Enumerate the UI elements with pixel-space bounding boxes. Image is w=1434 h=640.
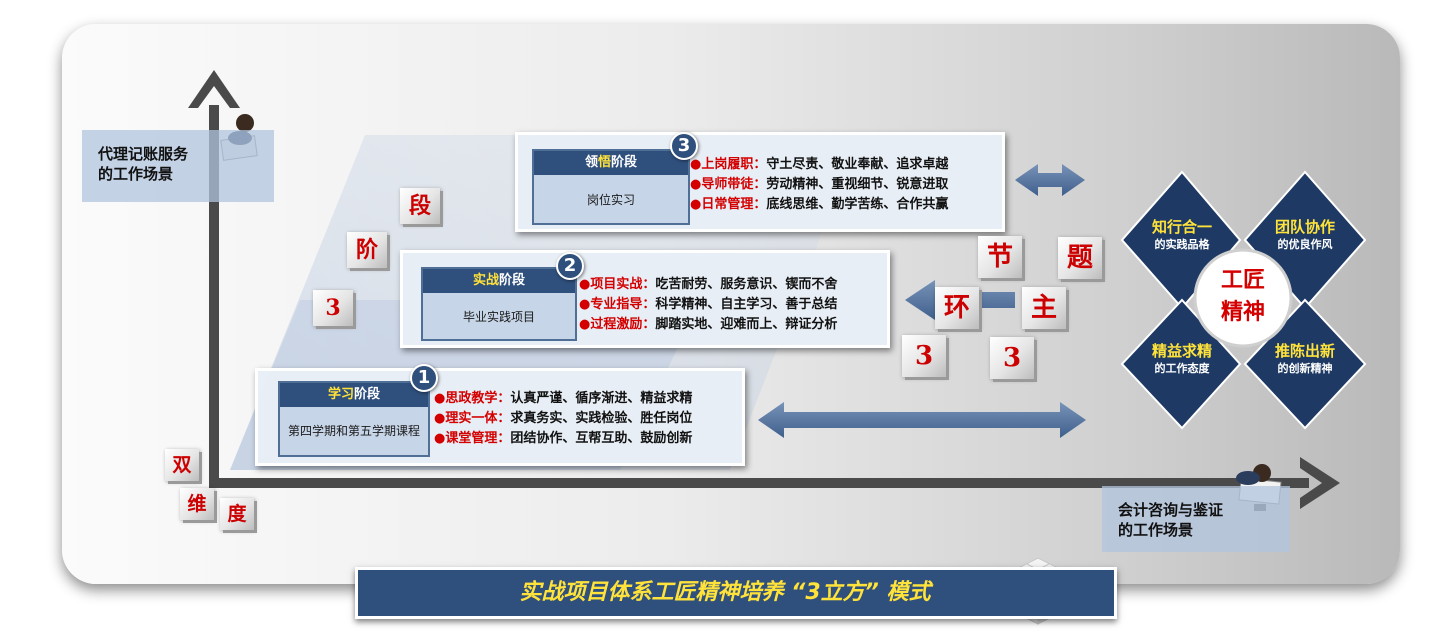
- spirit-center-circle: [1193, 248, 1293, 348]
- cube-links-2: 环: [935, 287, 979, 329]
- stage-3-items: ●上岗履职：守土尽责、敬业奉献、追求卓越 ●导师带徒：劳动精神、重视细节、锐意进…: [690, 155, 948, 215]
- y-axis-label-line2: 的工作场景: [98, 165, 174, 183]
- x-axis: [209, 457, 1340, 509]
- stage-3-card: 领悟阶段 岗位实习 ●上岗履职：守土尽责、敬业奉献、追求卓越 ●导师带徒：劳动精…: [515, 132, 1005, 232]
- stage-2-number-badge: 2: [556, 252, 584, 280]
- stage-1-card: 学习阶段 第四学期和第五学期课程 ●思政教学：认真严谨、循序渐进、精益求精 ●理…: [255, 368, 745, 466]
- stage-1-item: ●课堂管理：团结协作、互帮互助、鼓励创新: [434, 431, 693, 446]
- stage-1-items: ●思政教学：认真严谨、循序渐进、精益求精 ●理实一体：求真务实、实践检验、胜任岗…: [434, 389, 692, 449]
- spirit-quadrant-3: 精益求精的工作态度: [1151, 342, 1212, 375]
- stage-3-label-box: 领悟阶段 岗位实习: [532, 149, 690, 225]
- stage-1-content: 第四学期和第五学期课程: [280, 407, 428, 455]
- stage-1-number-badge: 1: [410, 364, 438, 392]
- x-axis-label-line1: 会计咨询与鉴证: [1118, 501, 1224, 519]
- x-axis-label-line2: 的工作场景: [1118, 521, 1194, 539]
- x-axis-label: 会计咨询与鉴证 的工作场景: [1102, 486, 1290, 552]
- stage-3-content: 岗位实习: [534, 175, 688, 223]
- cube-links-3: 节: [978, 236, 1022, 278]
- cube-topics-2: 主: [1022, 287, 1066, 329]
- cube-stages-3: 段: [400, 188, 440, 224]
- y-axis-label-line1: 代理记账服务: [98, 145, 189, 163]
- cube-links-1: 3: [902, 335, 946, 377]
- cube-stages-2: 阶: [347, 232, 387, 268]
- stage-3-item: ●日常管理：底线思维、勤学苦练、合作共赢: [690, 197, 949, 212]
- stage-2-card: 实战阶段 毕业实践项目 ●项目实战：吃苦耐劳、服务意识、锲而不舍 ●专业指导：科…: [400, 250, 890, 348]
- stage-2-items: ●项目实战：吃苦耐劳、服务意识、锲而不舍 ●专业指导：科学精神、自主学习、善于总…: [579, 275, 837, 335]
- y-axis-label: 代理记账服务 的工作场景: [82, 130, 274, 202]
- stage-2-title: 实战阶段: [423, 269, 575, 293]
- stage-1-item: ●思政教学：认真严谨、循序渐进、精益求精: [434, 391, 693, 406]
- spirit-center-line1: 工匠: [1220, 267, 1265, 293]
- spirit-quadrant-1: 知行合一的实践品格: [1151, 218, 1212, 251]
- stage-2-content: 毕业实践项目: [423, 293, 575, 339]
- stage-1-title: 学习阶段: [280, 383, 428, 407]
- banner-title: 实战项目体系工匠精神培养 “3立方” 模式: [519, 580, 931, 605]
- cube-dimension-3: 度: [220, 498, 254, 530]
- cube-topics-3: 题: [1058, 237, 1102, 279]
- stage-2-item: ●专业指导：科学精神、自主学习、善于总结: [579, 297, 838, 312]
- stage-1-item: ●理实一体：求真务实、实践检验、胜任岗位: [434, 411, 693, 426]
- title-banner: [355, 567, 1117, 619]
- y-axis: [188, 70, 240, 487]
- cube-dimension-2: 维: [180, 488, 214, 520]
- double-arrow-stage1: [758, 402, 1086, 438]
- double-arrow-stage3: [1015, 164, 1085, 196]
- stage-3-title: 领悟阶段: [534, 151, 688, 175]
- stage-1-label-box: 学习阶段 第四学期和第五学期课程: [278, 381, 430, 457]
- spirit-center-text: 工匠 精神: [1195, 264, 1291, 328]
- stage-3-item: ●导师带徒：劳动精神、重视细节、锐意进取: [690, 177, 949, 192]
- cube-stages-1: 3: [313, 290, 353, 326]
- spirit-center-line2: 精神: [1220, 299, 1265, 325]
- stage-3-item: ●上岗履职：守土尽责、敬业奉献、追求卓越: [690, 157, 949, 172]
- spirit-quadrant-2: 团队协作的优良作风: [1274, 218, 1335, 251]
- cube-dimension-1: 双: [165, 449, 199, 481]
- spirit-quadrant-4: 推陈出新的创新精神: [1274, 342, 1335, 375]
- stage-2-item: ●项目实战：吃苦耐劳、服务意识、锲而不舍: [579, 277, 838, 292]
- stage-2-item: ●过程激励：脚踏实地、迎难而上、辩证分析: [579, 317, 838, 332]
- stage-3-number-badge: 3: [670, 132, 698, 160]
- spirit-diamonds: [1120, 170, 1367, 430]
- cube-topics-1: 3: [990, 337, 1034, 379]
- stage-2-label-box: 实战阶段 毕业实践项目: [421, 267, 577, 341]
